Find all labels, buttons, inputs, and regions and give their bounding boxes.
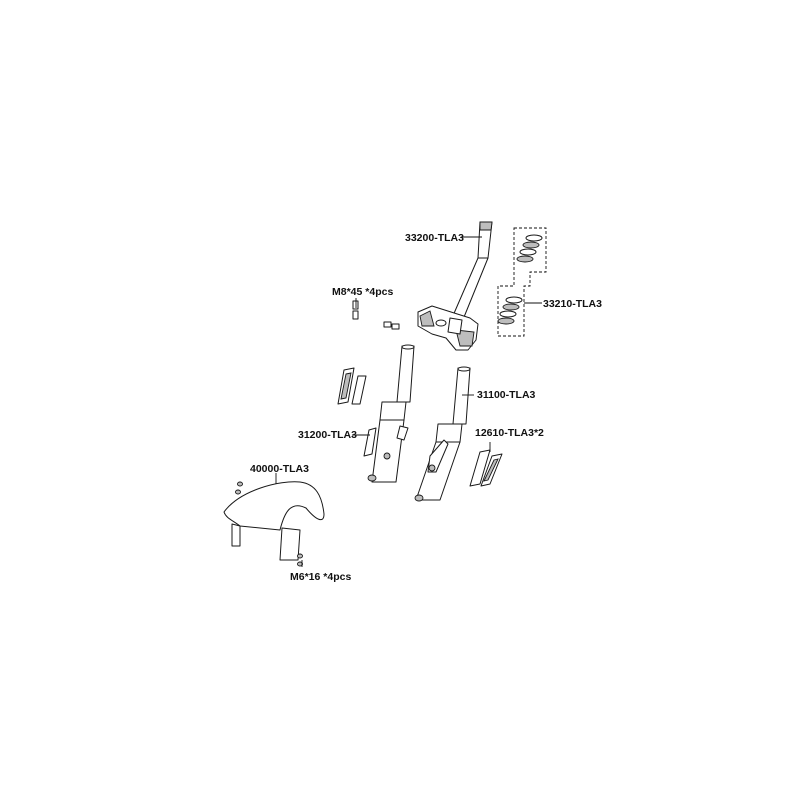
label-steering-stem: 33200-TLA3: [405, 232, 464, 244]
top-bolts-part[interactable]: [352, 300, 400, 330]
label-left-fork: 31200-TLA3: [298, 429, 357, 441]
label-reflector: 12610-TLA3*2: [475, 427, 544, 439]
label-top-bolts: M8*45 *4pcs: [332, 286, 393, 298]
label-bearing-set: 33210-TLA3: [543, 298, 602, 310]
right-fork-part[interactable]: [414, 366, 471, 502]
label-right-fork: 31100-TLA3: [477, 389, 536, 401]
label-fender-bolts: M6*16 *4pcs: [290, 571, 351, 583]
left-reflector-part[interactable]: [337, 367, 367, 405]
steering-stem-part[interactable]: [417, 221, 493, 351]
front-fender-part[interactable]: [223, 481, 325, 567]
bearing-set-part[interactable]: [497, 227, 547, 337]
reflector-pair-part[interactable]: [469, 449, 503, 487]
left-fork-part[interactable]: [363, 344, 415, 483]
label-front-fender: 40000-TLA3: [250, 463, 309, 475]
